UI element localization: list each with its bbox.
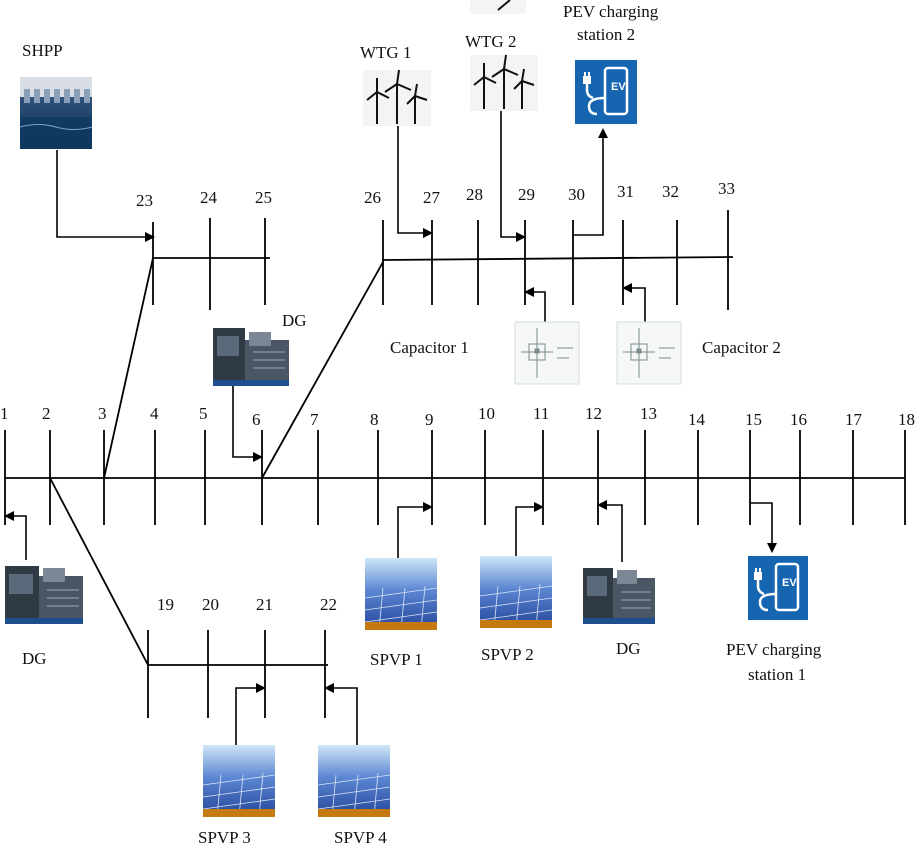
bus-label-6: 6	[252, 410, 261, 429]
diesel-generator-icon-left	[5, 566, 83, 624]
bus-label-21: 21	[256, 595, 273, 614]
bus-label-7: 7	[310, 410, 319, 429]
bus-label-29: 29	[518, 185, 535, 204]
bus-label-2: 2	[42, 404, 51, 423]
bus-label-18: 18	[898, 410, 915, 429]
lateral-19-22	[49, 477, 328, 718]
bus-label-31: 31	[617, 182, 634, 201]
dg-left-label: DG	[22, 649, 47, 668]
spvp2-label: SPVP 2	[481, 645, 534, 664]
pev1-label-line2: station 1	[748, 665, 806, 684]
bus-label-14: 14	[688, 410, 706, 429]
solar-panel-icon-2	[479, 556, 553, 629]
capacitor-icon-2	[616, 321, 682, 385]
bus-label-10: 10	[478, 404, 495, 423]
pev1-label-line1: PEV charging	[726, 640, 822, 659]
shpp-icon	[19, 77, 93, 149]
spvp3-to-bus-21	[235, 683, 266, 745]
lateral-26-33-line	[382, 256, 734, 261]
ev-charger-icon-2: EV	[575, 60, 637, 124]
bus-label-3: 3	[98, 404, 107, 423]
capacitor2-to-bus-31	[622, 283, 646, 322]
bus-label-17: 17	[845, 410, 863, 429]
dg-right-label: DG	[616, 639, 641, 658]
pev2-label-line1: PEV charging	[563, 2, 659, 21]
bus-label-25: 25	[255, 188, 272, 207]
wind-turbine-icon-2	[470, 54, 538, 111]
dg-left-to-bus-1	[4, 511, 27, 560]
dg-top-to-bus-6	[232, 382, 263, 462]
spvp4-to-bus-22	[324, 683, 358, 745]
spvp1-label: SPVP 1	[370, 650, 423, 669]
bus-label-13: 13	[640, 404, 657, 423]
ev-text-1: EV	[782, 577, 797, 589]
bus-label-12: 12	[585, 404, 602, 423]
shpp-to-bus-23	[56, 150, 155, 242]
shpp-label: SHPP	[22, 41, 63, 60]
branch-3-23	[103, 257, 154, 479]
dg-right-to-bus-12	[597, 500, 623, 562]
bus-label-4: 4	[150, 404, 159, 423]
capacitor-icon-1	[514, 321, 580, 385]
bus-label-9: 9	[425, 410, 434, 429]
bus-label-30: 30	[568, 185, 585, 204]
wtg1-to-bus-27	[397, 125, 433, 238]
branch-2-19	[49, 477, 149, 666]
connections	[4, 110, 777, 745]
bus-label-19: 19	[157, 595, 174, 614]
spvp4-label: SPVP 4	[334, 828, 387, 847]
solar-panel-icon-3	[202, 745, 276, 818]
wtg2-label: WTG 2	[465, 32, 516, 51]
bus-label-5: 5	[199, 404, 208, 423]
bus-15-to-pev1	[750, 502, 777, 553]
branch-6-26	[261, 261, 384, 479]
pev2-label-line2: station 2	[577, 25, 635, 44]
bus-30-to-pev2	[573, 128, 608, 236]
bus-label-26: 26	[364, 188, 381, 207]
diesel-generator-icon-right	[583, 568, 655, 624]
capacitor1-label: Capacitor 1	[390, 338, 469, 357]
capacitor1-to-bus-29	[524, 287, 546, 322]
spvp3-label: SPVP 3	[198, 828, 251, 847]
bus-label-1: 1	[0, 404, 9, 423]
bus-label-15: 15	[745, 410, 762, 429]
bus-label-33: 33	[718, 179, 735, 198]
spvp1-to-bus-9	[397, 502, 433, 560]
bus-label-22: 22	[320, 595, 337, 614]
main-feeder	[4, 430, 906, 525]
wtg1-label: WTG 1	[360, 43, 411, 62]
solar-panel-icon-1	[364, 558, 438, 631]
bus-labels: 1 2 3 4 5 6 7 8 9 10 11 12 13 14 15 16 1…	[0, 179, 915, 614]
diesel-generator-icon-top	[213, 328, 289, 386]
wtg2-to-bus-29	[500, 110, 526, 242]
bus-label-8: 8	[370, 410, 379, 429]
bus-label-27: 27	[423, 188, 441, 207]
spvp2-to-bus-11	[515, 502, 544, 558]
bus-label-11: 11	[533, 404, 549, 423]
bus-label-23: 23	[136, 191, 153, 210]
wind-turbine-partial-icon	[470, 0, 526, 14]
bus-label-28: 28	[466, 185, 483, 204]
bus-label-32: 32	[662, 182, 679, 201]
solar-panel-icon-4	[317, 745, 391, 818]
ev-charger-icon-1: EV	[748, 556, 808, 620]
dg-top-label: DG	[282, 311, 307, 330]
capacitor2-label: Capacitor 2	[702, 338, 781, 357]
bus-label-20: 20	[202, 595, 219, 614]
ev-text-2: EV	[611, 81, 626, 93]
bus-label-16: 16	[790, 410, 807, 429]
wind-turbine-icon-1	[363, 69, 431, 126]
bus-label-24: 24	[200, 188, 218, 207]
